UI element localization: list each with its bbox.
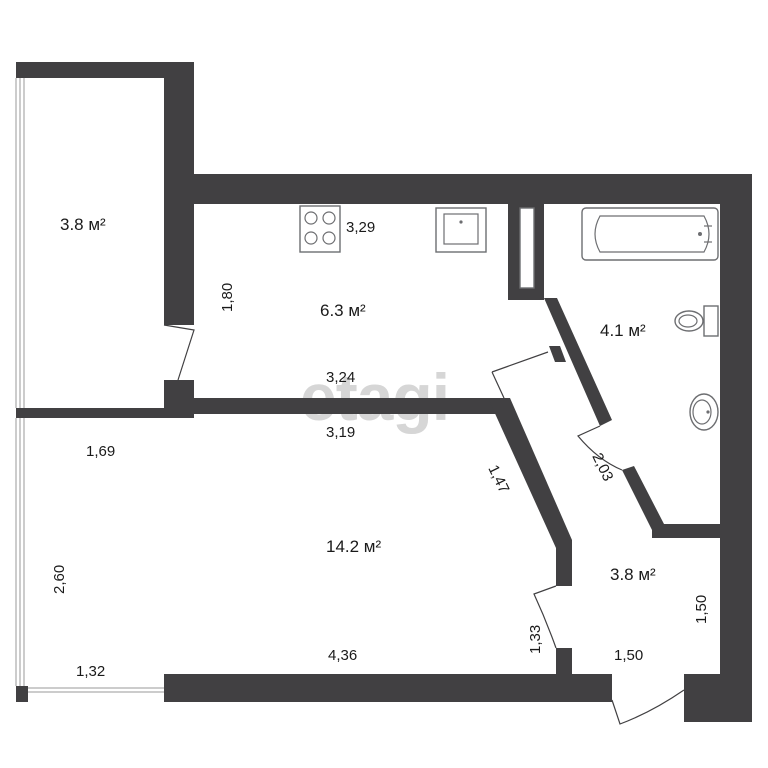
wall-bath-diag-upper: [544, 298, 612, 426]
bathtub-icon: [581, 207, 719, 261]
bathroom-area-label: 4.1 м²: [600, 321, 646, 340]
wall-right: [720, 174, 752, 722]
toilet-icon: [674, 305, 719, 337]
balcony-area-label: 3.8 м²: [60, 215, 106, 234]
kitchen-sink-icon: [435, 207, 487, 253]
walls: [16, 62, 752, 722]
wall-balcony-right-mid: [164, 190, 194, 325]
wall-top: [164, 174, 752, 204]
wall-bath-diag-stub: [549, 346, 566, 362]
wall-living-right-upper: [556, 540, 572, 586]
bathroom-sink-icon: [689, 393, 719, 431]
dim-living-top: 3,19: [326, 424, 355, 441]
dim-stove-side: 3,29: [346, 219, 375, 236]
wall-corridor-diag: [488, 398, 572, 548]
living-door-icon: [533, 585, 557, 649]
wall-bottom-left: [16, 686, 28, 702]
wall-bath-diag-lower: [622, 466, 664, 530]
kitchen-area-label: 6.3 м²: [320, 301, 366, 320]
dim-bath-diag: 2,03: [588, 450, 616, 484]
glazing: [15, 78, 164, 693]
wall-bath-bottom: [652, 524, 752, 538]
hall-area-label: 3.8 м²: [610, 565, 656, 584]
shaft-icon: [519, 207, 535, 289]
dim-hall-bottom: 1,50: [614, 647, 643, 664]
dim-living-bottom: 4,36: [328, 647, 357, 664]
dim-corridor-diag: 1,47: [484, 462, 512, 496]
dim-living-right: 1,33: [527, 625, 544, 654]
doors: [163, 324, 685, 725]
wall-bottom-right: [684, 674, 752, 722]
balcony-door-icon: [163, 324, 195, 381]
wall-balcony-bottom: [16, 408, 194, 418]
dim-hall-right: 1,50: [693, 595, 710, 624]
dim-kitchen-bottom: 3,24: [326, 369, 355, 386]
stove-icon: [299, 205, 341, 253]
etagi-watermark: etagi: [300, 360, 449, 434]
dim-kitchen-height: 1,80: [219, 283, 236, 312]
wall-kitchen-living: [164, 398, 504, 414]
wall-living-right-lower: [556, 648, 572, 676]
entrance-door-icon: [611, 689, 685, 725]
living-area-label: 14.2 м²: [326, 537, 381, 556]
dim-window-bottom: 1,32: [76, 663, 105, 680]
dim-balcony-lower: 1,69: [86, 443, 115, 460]
wall-bottom: [164, 674, 612, 702]
wall-balcony-top: [16, 62, 194, 78]
kitchen-door-icon: [491, 351, 549, 399]
bathroom-door-icon: [577, 425, 623, 471]
dim-living-left: 2,60: [51, 565, 68, 594]
